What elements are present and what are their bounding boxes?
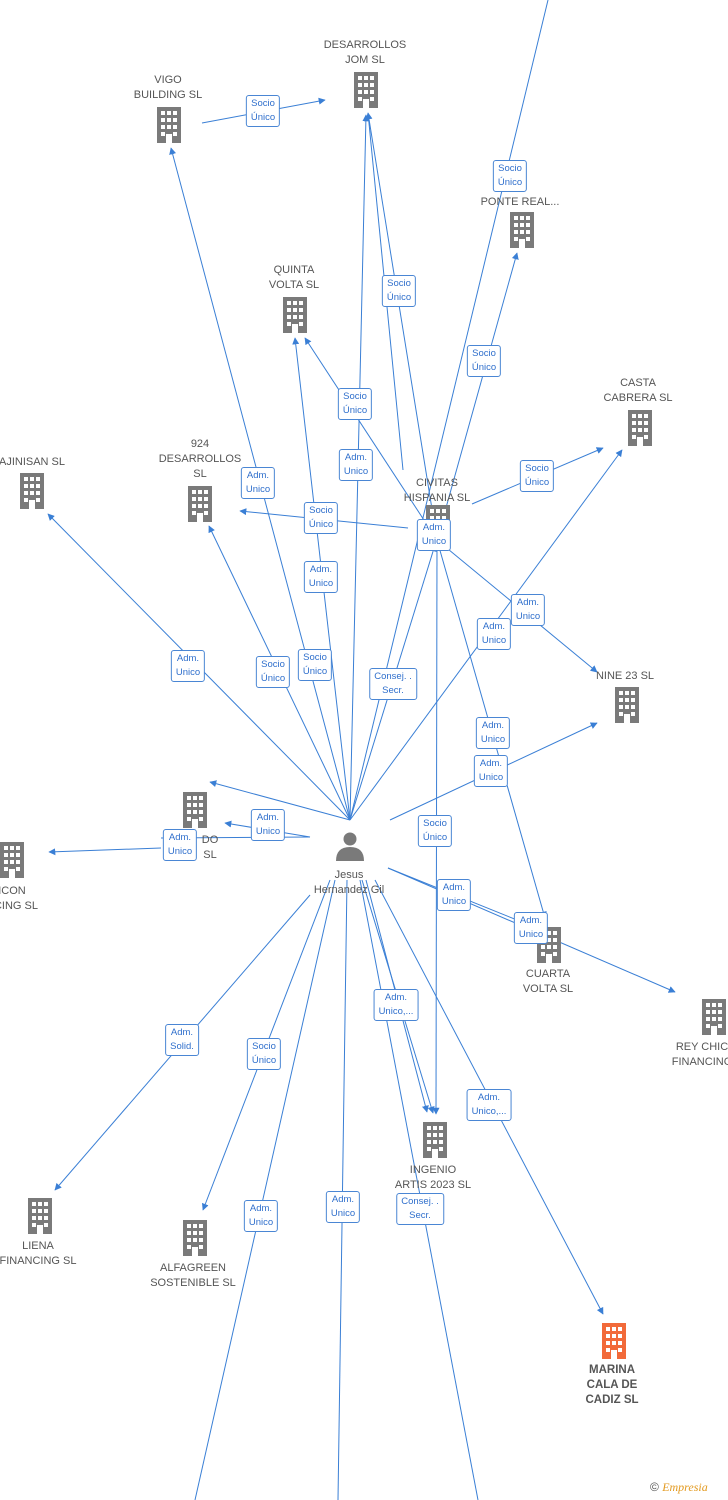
relation-label: Adm. Unico bbox=[416, 519, 452, 551]
company-label-desarrollos_924[interactable]: 924 DESARROLLOS SL bbox=[158, 438, 242, 480]
relation-edge-6 bbox=[209, 780, 351, 821]
building-icon[interactable] bbox=[283, 297, 307, 333]
company-label-casta_cabrera[interactable]: CASTA CABRERA SL bbox=[603, 377, 673, 404]
relation-label: Adm. Unico bbox=[473, 755, 509, 787]
company-label-cuarta_volta[interactable]: CUARTA VOLTA SL bbox=[522, 968, 574, 995]
relation-label: Socio Único bbox=[245, 95, 281, 127]
relation-label: Adm. Unico,... bbox=[466, 1089, 512, 1121]
relation-label: Socio Único bbox=[519, 460, 555, 492]
company-label-ingenio[interactable]: INGENIO ARTIS 2023 SL bbox=[394, 1164, 472, 1191]
relation-label: Adm. Unico bbox=[243, 1200, 279, 1232]
relation-label: Socio Único bbox=[466, 345, 502, 377]
relation-label: Adm. Unico,... bbox=[373, 989, 419, 1021]
building-icon[interactable] bbox=[615, 687, 639, 723]
relation-label: Adm. Solid. bbox=[165, 1024, 199, 1056]
relation-label: Adm. Unico bbox=[170, 650, 206, 682]
relation-label: Socio Único bbox=[255, 656, 291, 688]
relation-edge-27 bbox=[436, 252, 519, 541]
relation-label: Socio Único bbox=[417, 815, 453, 847]
relation-label: Adm. Unico bbox=[303, 561, 339, 593]
building-icon[interactable] bbox=[183, 792, 207, 828]
relation-label: Adm. Unico bbox=[162, 829, 198, 861]
company-label-rey_chico[interactable]: REY CHIC FINANCING bbox=[671, 1041, 728, 1068]
building-icon[interactable] bbox=[157, 107, 181, 143]
relation-label: Adm. Unico bbox=[250, 809, 286, 841]
building-icon[interactable] bbox=[20, 473, 44, 509]
person-icon[interactable] bbox=[336, 832, 364, 862]
copyright: © Empresia bbox=[650, 1480, 708, 1495]
company-label-vigo_building[interactable]: VIGO BUILDING SL bbox=[133, 74, 203, 101]
building-icon[interactable] bbox=[188, 486, 212, 522]
relation-label: Socio Único bbox=[303, 502, 339, 534]
copyright-symbol: © bbox=[650, 1480, 659, 1494]
building-icon[interactable] bbox=[354, 72, 378, 108]
icons-layer bbox=[0, 72, 726, 1359]
company-label-marina[interactable]: MARINA CALA DE CADIZ SL bbox=[585, 1364, 639, 1406]
building-icon[interactable] bbox=[0, 842, 24, 878]
edges-layer bbox=[47, 0, 676, 1500]
relation-label: Adm. Unico bbox=[325, 1191, 361, 1223]
relation-edge-29 bbox=[304, 337, 438, 541]
person-name[interactable]: Jesus Hernandez Gil bbox=[313, 869, 385, 896]
relation-label: Consej. . Secr. bbox=[396, 1193, 444, 1225]
relation-label: Adm. Unico bbox=[510, 594, 546, 626]
company-label-do_sl[interactable]: DO SL bbox=[201, 834, 219, 861]
building-icon[interactable] bbox=[602, 1323, 626, 1359]
relation-label: Adm. Unico bbox=[513, 912, 549, 944]
company-label-ajinisan[interactable]: AJINISAN SL bbox=[0, 456, 66, 468]
company-label-icon_financing[interactable]: ICON NCING SL bbox=[0, 885, 38, 912]
relation-label: Socio Único bbox=[246, 1038, 282, 1070]
company-label-alfagreen[interactable]: ALFAGREEN SOSTENIBLE SL bbox=[150, 1262, 236, 1289]
company-label-nine23[interactable]: NINE 23 SL bbox=[595, 670, 655, 682]
relation-label: Socio Único bbox=[337, 388, 373, 420]
relation-label: Socio Único bbox=[381, 275, 417, 307]
relation-label: Adm. Unico bbox=[240, 467, 276, 499]
relation-edge-18 bbox=[337, 879, 348, 1500]
relation-label: Consej. . Secr. bbox=[369, 668, 417, 700]
building-icon[interactable] bbox=[28, 1198, 52, 1234]
relation-label: Socio Único bbox=[297, 649, 333, 681]
company-label-quinta_volta[interactable]: QUINTA VOLTA SL bbox=[268, 264, 320, 291]
building-icon[interactable] bbox=[510, 212, 534, 248]
relation-label: Adm. Unico bbox=[436, 879, 472, 911]
relation-edge-9 bbox=[48, 847, 162, 856]
building-icon[interactable] bbox=[628, 410, 652, 446]
relation-label: Adm. Unico bbox=[338, 449, 374, 481]
building-icon[interactable] bbox=[423, 1122, 447, 1158]
relation-label: Adm. Unico bbox=[475, 717, 511, 749]
building-icon[interactable] bbox=[183, 1220, 207, 1256]
company-label-civitas[interactable]: CIVITAS HISPANIA SL bbox=[403, 477, 471, 504]
company-label-desarrollos_jom[interactable]: DESARROLLOS JOM SL bbox=[323, 39, 407, 66]
relation-edge-20 bbox=[359, 879, 479, 1500]
relation-edge-19 bbox=[194, 879, 336, 1500]
company-label-liena[interactable]: LIENA FINANCING SL bbox=[0, 1240, 77, 1267]
relation-label: Adm. Unico bbox=[476, 618, 512, 650]
relation-edge-28 bbox=[365, 112, 438, 541]
brand-logo[interactable]: Empresia bbox=[662, 1480, 708, 1494]
building-icon[interactable] bbox=[702, 999, 726, 1035]
relation-label: Socio Único bbox=[492, 160, 528, 192]
